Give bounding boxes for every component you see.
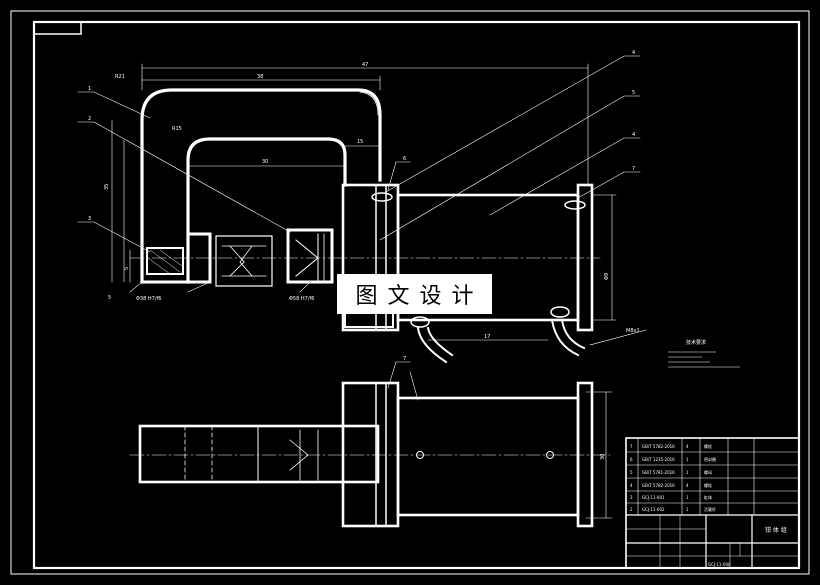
drawing-code: GCJ-11-000 xyxy=(708,562,731,567)
bom-cell: 1 xyxy=(686,470,689,475)
bom-cell: 1 xyxy=(686,457,689,462)
bom-index: 7 xyxy=(630,444,633,449)
notes-title: 技术要求 xyxy=(686,339,706,346)
dim-left-height: 35 xyxy=(104,184,110,190)
bom-cell: 螺栓 xyxy=(704,482,712,488)
right-jaw xyxy=(286,228,334,284)
lower-clamp-bar xyxy=(138,424,380,484)
dim-phi-thread: Φ9 xyxy=(604,273,610,280)
left-jaw-insert xyxy=(146,247,184,275)
dim-top-inner: 38 xyxy=(257,74,263,80)
clamp-frame-radius xyxy=(359,91,379,116)
bom-index: 3 xyxy=(630,495,633,500)
bom-cell: GB/T 5782-2016 xyxy=(642,444,675,449)
watermark-box: 图文设计 xyxy=(337,274,492,314)
bom-cell: 密封圈 xyxy=(704,456,716,462)
leader-2 xyxy=(77,121,291,233)
bom-cell: GB/T 5782-2016 xyxy=(642,483,675,488)
dim-small-step: 15 xyxy=(357,139,363,145)
leader-7-lower xyxy=(387,361,411,389)
bom-cell: 缸体 xyxy=(704,494,712,500)
bom-cell: GCJ-11-002 xyxy=(642,507,665,512)
dim-left-bottom: 5 xyxy=(108,295,111,301)
cylinder-end-plate xyxy=(576,183,594,332)
bom-index: 6 xyxy=(630,457,633,462)
workpiece xyxy=(215,235,273,287)
bom-index: 2 xyxy=(630,507,633,512)
balloon-3: 3 xyxy=(88,216,91,222)
bom-cell: 4 xyxy=(686,444,689,449)
dim-bottom-length: 17 xyxy=(484,334,490,340)
dim-radius-outer: R21 xyxy=(115,74,125,80)
balloon-1: 1 xyxy=(88,86,91,92)
watermark-text: 图文设计 xyxy=(355,284,484,309)
outer-frame xyxy=(10,10,810,575)
bom-cell: GB/T 1235-2016 xyxy=(642,457,675,462)
leader-3 xyxy=(77,221,151,253)
bom-cell: GB/T 5781-2016 xyxy=(642,470,675,475)
bom-cell: 螺母 xyxy=(704,469,712,475)
leader-6 xyxy=(387,161,411,191)
bom-cell: 1 xyxy=(686,495,689,500)
balloon-7: 7 xyxy=(632,166,635,172)
leader-4b xyxy=(489,137,641,216)
lower-cap xyxy=(341,381,400,528)
bom-index: 5 xyxy=(630,470,633,475)
bom-cell: 4 xyxy=(686,483,689,488)
lower-end-plate xyxy=(576,381,594,528)
inner-frame xyxy=(32,20,801,570)
dim-right-height: 30 xyxy=(600,454,606,460)
hose-left xyxy=(416,326,448,364)
balloon-4a: 4 xyxy=(632,50,635,56)
fit-left: Φ38 H7/f6 xyxy=(136,296,161,302)
dim-radius-inner: R15 xyxy=(172,126,182,132)
drawing-name: 钳 体 组 xyxy=(765,526,787,534)
leader-7 xyxy=(577,171,641,199)
clamp-outer-contour xyxy=(140,88,382,284)
bom-cell: 螺栓 xyxy=(704,443,712,449)
hose-right xyxy=(550,318,580,357)
dim-top-overall: 47 xyxy=(362,62,368,68)
balloon-6: 6 xyxy=(403,156,406,162)
dim-left-small: 5 xyxy=(124,267,130,270)
balloon-5: 5 xyxy=(632,90,635,96)
balloon-2: 2 xyxy=(88,116,91,122)
lower-barrel xyxy=(396,396,580,517)
bom-index: 4 xyxy=(630,483,633,488)
bom-cell: GCJ-11-001 xyxy=(642,495,665,500)
clamp-inner-contour xyxy=(186,137,347,284)
leader-5 xyxy=(379,95,641,241)
bom-cell: 1 xyxy=(686,507,689,512)
leader-1 xyxy=(77,91,151,119)
dim-port-label: M8x1 xyxy=(626,328,640,334)
bom-cell: 活塞杆 xyxy=(704,506,716,512)
dim-inner-width: 30 xyxy=(262,159,268,165)
fit-right: Φ58 H7/f6 xyxy=(289,296,314,302)
corner-tab xyxy=(33,21,82,35)
balloon-4b: 4 xyxy=(632,132,635,138)
balloon-7-lower: 7 xyxy=(403,356,406,362)
leader-4a xyxy=(385,55,641,193)
